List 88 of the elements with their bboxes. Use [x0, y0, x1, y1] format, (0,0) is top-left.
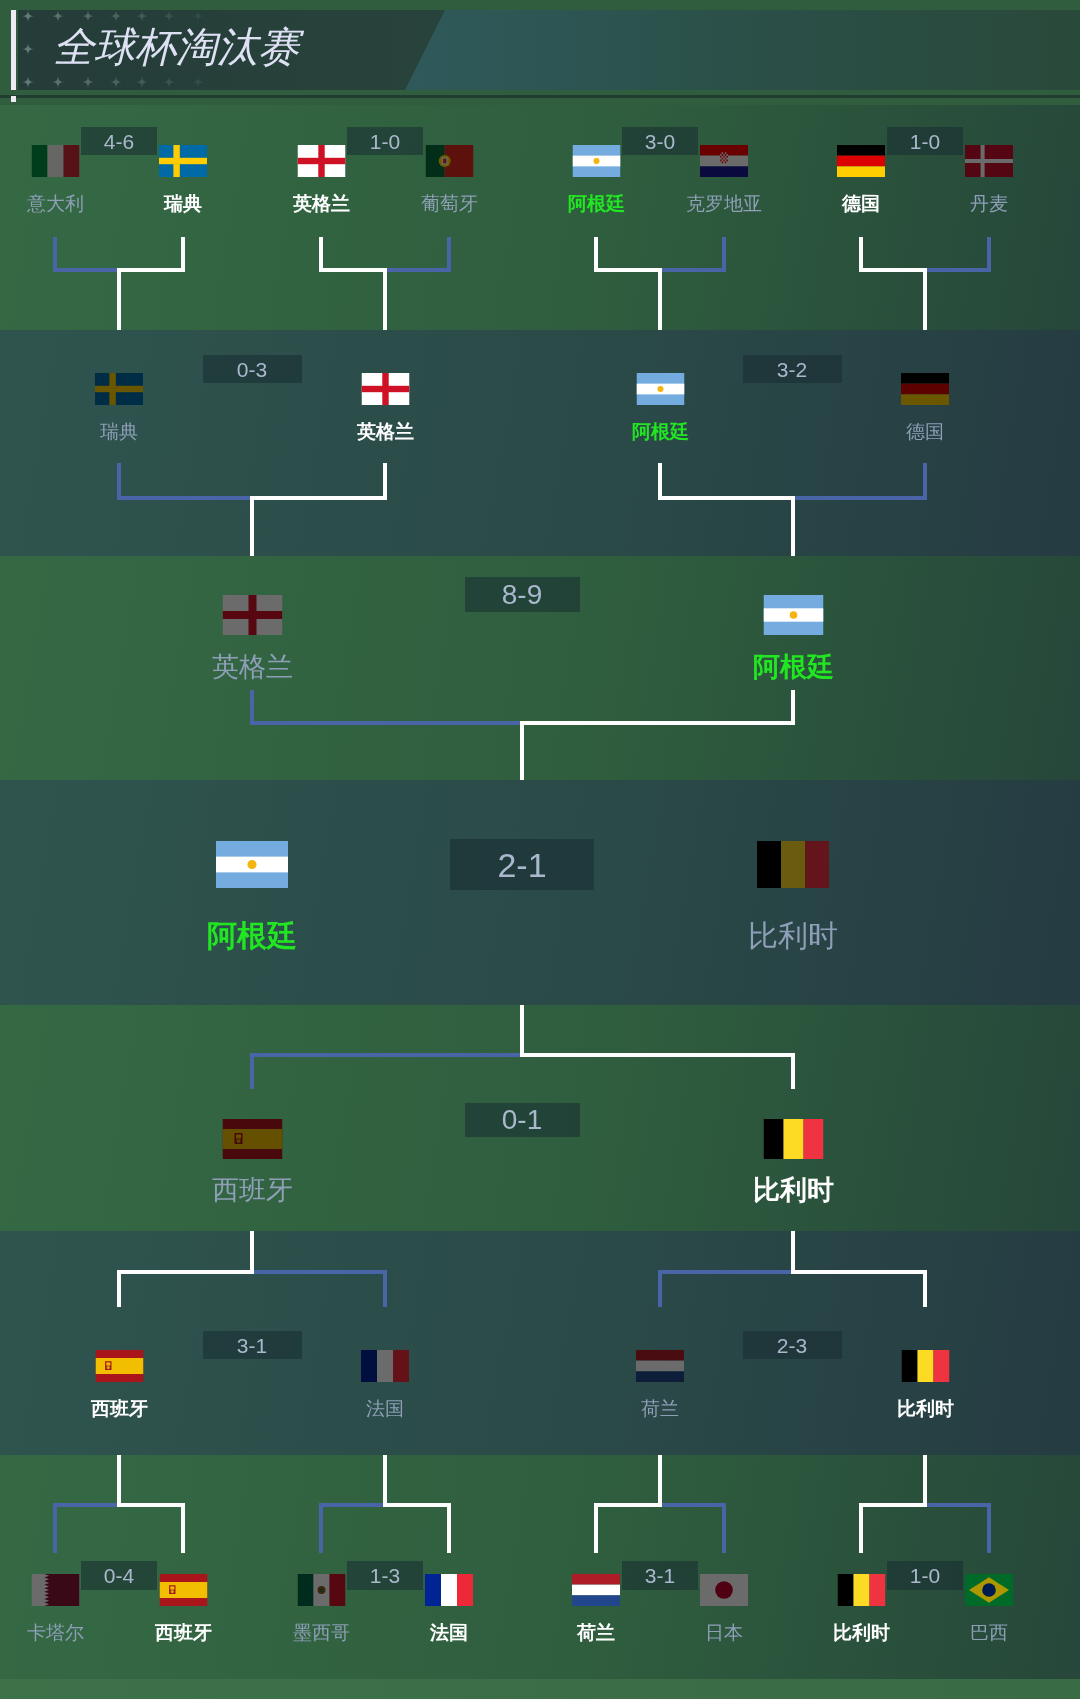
team-name: 英格兰 — [292, 192, 350, 214]
team-name: 德国 — [906, 420, 944, 442]
team-name: 比利时 — [748, 918, 838, 952]
bracket-line — [53, 1503, 119, 1553]
match-score: 1-0 — [347, 127, 423, 155]
match-score: 8-9 — [464, 577, 580, 612]
team-name: 丹麦 — [970, 192, 1008, 214]
match-score: 1-0 — [887, 127, 963, 155]
bracket-line — [252, 1270, 387, 1307]
bracket-line — [925, 1503, 991, 1553]
bracket-line — [594, 1503, 660, 1553]
team-name: 阿根廷 — [207, 918, 297, 952]
bracket-line — [923, 1455, 927, 1507]
bracket-line — [594, 237, 660, 272]
team-name: 巴西 — [970, 1621, 1008, 1643]
team-name: 卡塔尔 — [26, 1621, 84, 1643]
bracket-line — [658, 268, 662, 330]
bracket-line — [53, 237, 119, 272]
bracket-line — [923, 268, 927, 330]
team-name: 荷兰 — [641, 1397, 679, 1419]
bracket-line — [660, 1503, 726, 1553]
bracket-line — [859, 237, 925, 272]
team-name: 日本 — [705, 1621, 743, 1643]
bracket-line — [119, 1503, 185, 1553]
bracket-line — [117, 268, 121, 330]
team-name: 西班牙 — [211, 1175, 293, 1205]
bracket-line — [791, 496, 795, 556]
bracket-line — [658, 1455, 662, 1507]
bracket-line — [925, 237, 991, 272]
match-score: 0-1 — [464, 1103, 580, 1137]
bracket-line — [658, 463, 793, 500]
bracket-line — [520, 1005, 524, 1057]
team-name: 英格兰 — [356, 420, 414, 442]
match-score: 0-3 — [202, 355, 302, 383]
team-name: 比利时 — [896, 1397, 954, 1419]
bracket-line — [250, 1053, 522, 1089]
bracket-line — [660, 237, 726, 272]
bracket-line — [319, 237, 385, 272]
match-score: 3-1 — [622, 1561, 698, 1590]
bracket-line — [252, 463, 387, 500]
team-name: 法国 — [366, 1397, 404, 1419]
team-name: 荷兰 — [577, 1621, 615, 1643]
team-name: 西班牙 — [90, 1397, 148, 1419]
match-score: 3-0 — [622, 127, 698, 155]
bracket-line — [319, 1503, 385, 1553]
team-name: 瑞典 — [100, 420, 138, 442]
team-name: 英格兰 — [211, 652, 293, 682]
bracket-line — [117, 1270, 252, 1307]
bracket-line — [385, 237, 451, 272]
bracket-line — [383, 268, 387, 330]
match-score: 3-1 — [202, 1331, 302, 1359]
bracket-line — [520, 721, 524, 780]
bracket-line — [522, 1053, 795, 1089]
team-name: 克罗地亚 — [686, 192, 762, 214]
team-name: 比利时 — [752, 1175, 834, 1205]
team-name: 阿根廷 — [631, 420, 689, 442]
match-score: 2-1 — [450, 839, 594, 890]
bracket-line — [658, 1270, 793, 1307]
match-score: 0-4 — [81, 1561, 157, 1590]
bracket-line — [250, 690, 522, 725]
bracket-line — [791, 1231, 795, 1274]
bracket-line — [522, 690, 795, 725]
team-name: 西班牙 — [154, 1621, 212, 1643]
team-name: 墨西哥 — [292, 1621, 350, 1643]
match-score: 1-3 — [347, 1561, 423, 1590]
bracket-line — [793, 1270, 927, 1307]
title: 全球杯淘汰赛 — [53, 22, 311, 74]
bracket-line — [250, 1231, 254, 1274]
team-name: 葡萄牙 — [420, 192, 478, 214]
bracket-line — [117, 1455, 121, 1507]
bracket-line — [119, 237, 185, 272]
bracket-line — [250, 496, 254, 556]
match-score: 2-3 — [742, 1331, 842, 1359]
team-name: 意大利 — [26, 192, 84, 214]
team-name: 阿根廷 — [567, 192, 625, 214]
match-score: 1-0 — [887, 1561, 963, 1590]
match-score: 3-2 — [742, 355, 842, 383]
team-name: 比利时 — [832, 1621, 890, 1643]
bracket-line — [385, 1503, 451, 1553]
team-name: 德国 — [842, 192, 880, 214]
team-name: 法国 — [430, 1621, 468, 1643]
bracket-line — [859, 1503, 925, 1553]
bracket-line — [383, 1455, 387, 1507]
bracket-line — [117, 463, 252, 500]
team-name: 阿根廷 — [752, 652, 834, 682]
team-name: 瑞典 — [164, 192, 202, 214]
match-score: 4-6 — [81, 127, 157, 155]
bracket-line — [793, 463, 927, 500]
